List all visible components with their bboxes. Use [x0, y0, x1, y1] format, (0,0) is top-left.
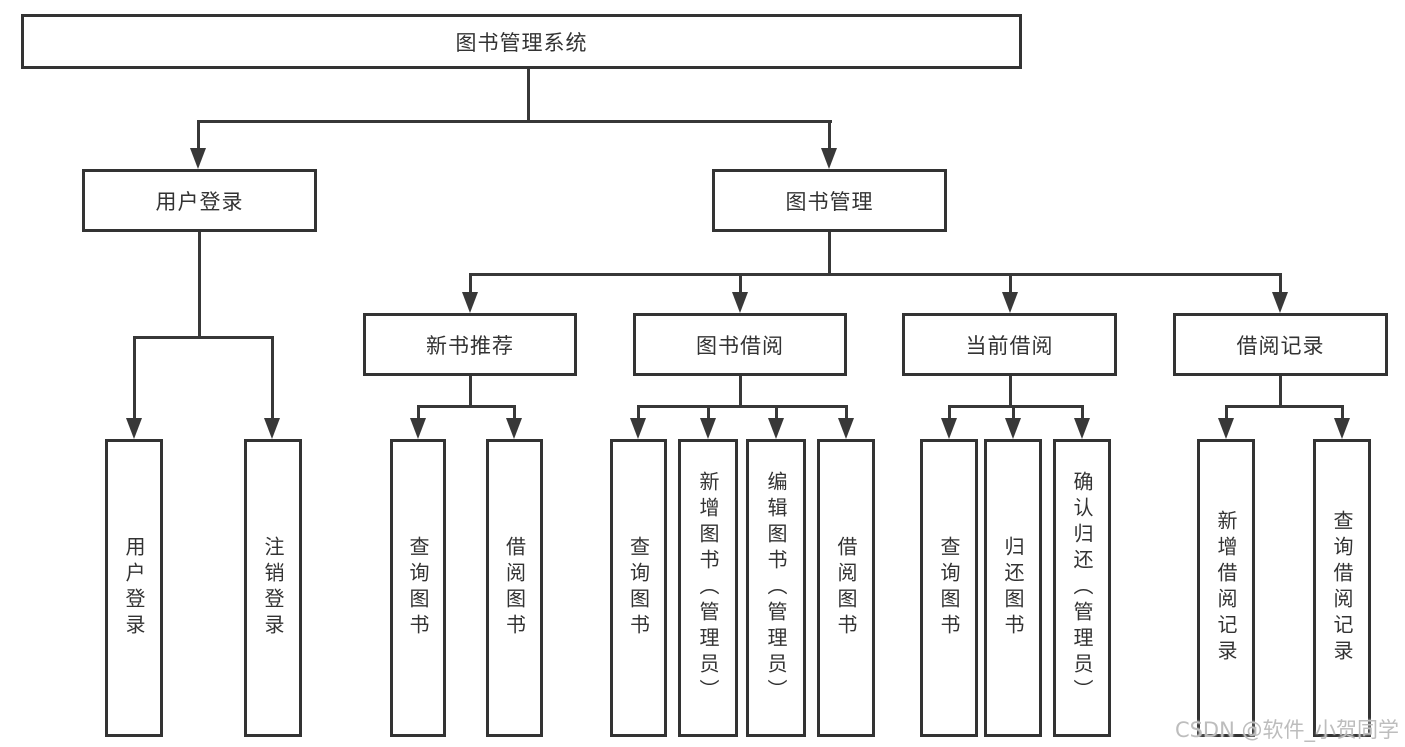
leaf-bb-borrow-books: 借阅图书: [817, 439, 875, 737]
connector-drop-bb-edit: [775, 405, 778, 420]
connector-drop-br-query: [1341, 405, 1344, 420]
connector-drop-new-book: [469, 273, 472, 294]
arrow-down-borrow-records: [1272, 292, 1288, 313]
connector-drop-bb-borrow: [845, 405, 848, 420]
leaf-label: 借阅图书: [502, 536, 527, 640]
node-label: 当前借阅: [965, 333, 1054, 358]
arrow-down-leaf-user-login: [126, 418, 142, 439]
arrow-down-nb-query: [410, 418, 426, 439]
connector-drop-cb-return: [1012, 405, 1015, 420]
connector-borrow-records-rail: [1225, 405, 1344, 408]
connector-book-borrow-rail: [637, 405, 848, 408]
leaf-cb-confirm-return-admin: 确认归还（管理员）: [1053, 439, 1111, 737]
node-new-book-recommendation: 新书推荐: [363, 313, 577, 376]
node-label: 图书借阅: [696, 333, 784, 358]
arrow-down-bb-add: [700, 418, 716, 439]
leaf-user-login: 用户登录: [105, 439, 163, 737]
node-book-management: 图书管理: [712, 169, 947, 232]
leaf-cb-return-books: 归还图书: [984, 439, 1042, 737]
leaf-bb-add-books-admin: 新增图书（管理员）: [678, 439, 738, 737]
arrow-down-book-management: [821, 148, 837, 169]
connector-drop-br-add: [1225, 405, 1228, 420]
connector-drop-book-borrow: [739, 273, 742, 294]
arrow-down-book-borrow: [732, 292, 748, 313]
arrow-down-cb-confirm: [1074, 418, 1090, 439]
connector-drop-cb-query: [948, 405, 951, 420]
node-label: 借阅记录: [1236, 333, 1325, 358]
leaf-bb-edit-books-admin: 编辑图书（管理员）: [746, 439, 806, 737]
connector-borrow-records-stem: [1279, 374, 1282, 405]
connector-drop-bb-query: [637, 405, 640, 420]
leaf-nb-query-books: 查询图书: [390, 439, 446, 737]
connector-drop-cb-confirm: [1081, 405, 1084, 420]
connector-new-book-stem: [469, 374, 472, 405]
node-library-management-system: 图书管理系统: [21, 14, 1022, 69]
leaf-br-query-borrow-record: 查询借阅记录: [1313, 439, 1371, 737]
connector-drop-leaf-user-login: [133, 336, 136, 420]
node-label: 用户登录: [155, 189, 244, 214]
leaf-bb-query-books: 查询图书: [610, 439, 667, 737]
arrow-down-br-query: [1334, 418, 1350, 439]
connector-root-stem: [527, 67, 530, 121]
leaf-label: 查询图书: [626, 536, 651, 640]
arrow-down-cb-query: [941, 418, 957, 439]
arrow-down-bb-edit: [768, 418, 784, 439]
leaf-label: 新增借阅记录: [1214, 510, 1238, 666]
node-book-borrowing: 图书借阅: [633, 313, 847, 376]
arrow-down-user-login: [190, 148, 206, 169]
leaf-label: 查询借阅记录: [1330, 510, 1354, 666]
connector-drop-leaf-logout: [271, 336, 274, 420]
connector-current-borrow-stem: [1009, 374, 1012, 405]
connector-user-login-stem: [198, 230, 201, 336]
arrow-down-nb-borrow: [506, 418, 522, 439]
arrow-down-bb-borrow: [838, 418, 854, 439]
arrow-down-leaf-logout: [264, 418, 280, 439]
connector-drop-current-borrow: [1009, 273, 1012, 294]
arrow-down-current-borrow: [1002, 292, 1018, 313]
connector-user-login-rail: [133, 336, 274, 339]
connector-book-management-stem: [828, 230, 831, 275]
arrow-down-new-book: [462, 292, 478, 313]
leaf-label: 归还图书: [1001, 536, 1025, 640]
leaf-cb-query-books: 查询图书: [920, 439, 978, 737]
arrow-down-bb-query: [630, 418, 646, 439]
connector-drop-bb-add: [707, 405, 710, 420]
connector-drop-nb-borrow: [513, 405, 516, 420]
node-current-borrowing: 当前借阅: [902, 313, 1117, 376]
leaf-label: 查询图书: [937, 536, 961, 640]
leaf-nb-borrow-books: 借阅图书: [486, 439, 543, 737]
connector-new-book-rail: [417, 405, 516, 408]
connector-drop-user-login: [197, 120, 200, 150]
arrow-down-cb-return: [1005, 418, 1021, 439]
leaf-label: 编辑图书（管理员）: [764, 471, 788, 705]
node-label: 新书推荐: [426, 333, 514, 358]
leaf-logout-login: 注销登录: [244, 439, 302, 737]
connector-current-borrow-rail: [948, 405, 1084, 408]
csdn-watermark: CSDN @软件_小贺同学: [1174, 718, 1399, 742]
node-label: 图书管理: [785, 189, 874, 214]
leaf-label: 新增图书（管理员）: [696, 471, 720, 705]
node-user-login: 用户登录: [82, 169, 317, 232]
leaf-label: 确认归还（管理员）: [1070, 471, 1094, 705]
arrow-down-br-add: [1218, 418, 1234, 439]
connector-drop-nb-query: [417, 405, 420, 420]
connector-drop-borrow-records: [1279, 273, 1282, 294]
node-label: 图书管理系统: [455, 30, 588, 55]
leaf-br-add-borrow-record: 新增借阅记录: [1197, 439, 1255, 737]
leaf-label: 借阅图书: [834, 536, 858, 640]
node-borrowing-records: 借阅记录: [1173, 313, 1388, 376]
connector-drop-book-management: [828, 120, 831, 150]
connector-book-management-rail: [469, 273, 1282, 276]
leaf-label: 注销登录: [261, 536, 285, 640]
leaf-label: 用户登录: [122, 536, 146, 640]
connector-root-rail: [197, 120, 832, 123]
leaf-label: 查询图书: [406, 536, 430, 640]
connector-book-borrow-stem: [739, 374, 742, 405]
